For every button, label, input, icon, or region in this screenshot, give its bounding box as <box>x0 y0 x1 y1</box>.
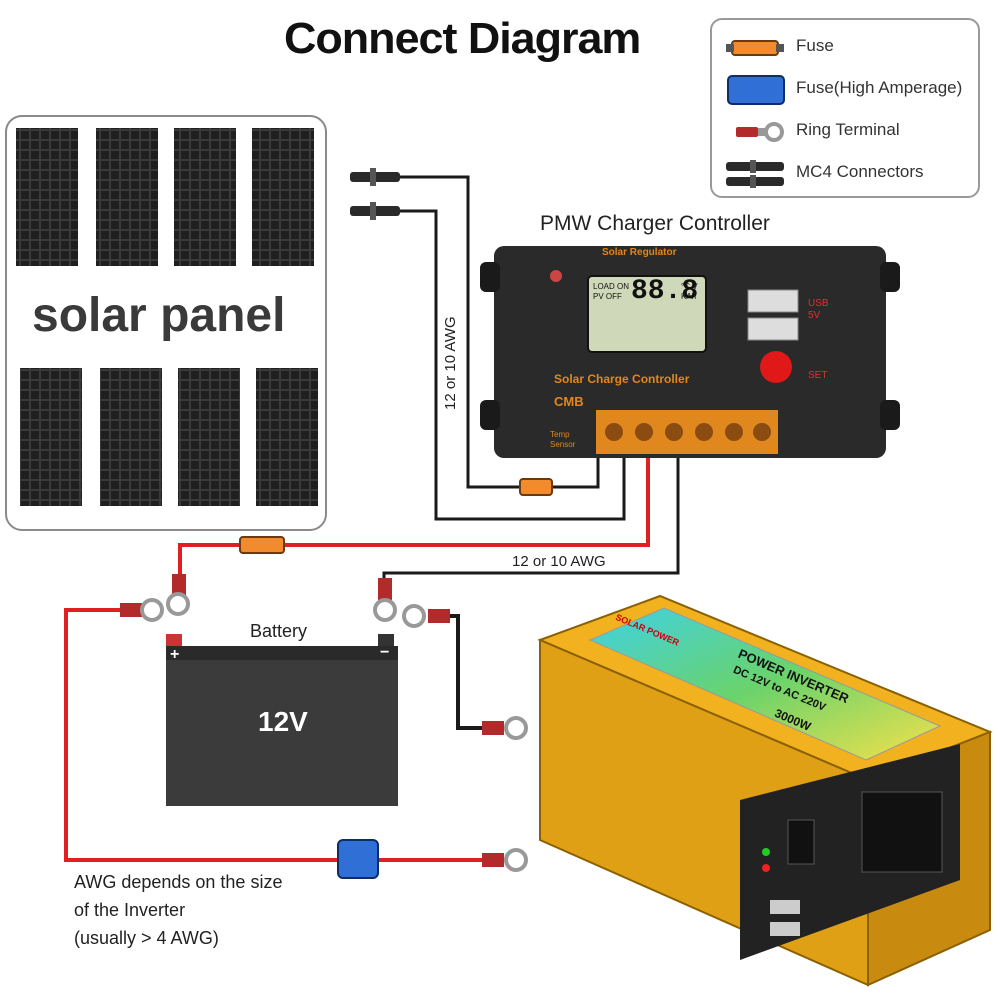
battery-label: Battery <box>250 621 308 641</box>
power-inverter <box>537 594 993 987</box>
lcd-units: °C V KAh <box>681 282 698 301</box>
ring-terminals <box>120 574 528 872</box>
fuse-icon <box>726 40 784 56</box>
mc4-connector-icon <box>726 160 784 188</box>
legend-item-high-fuse: Fuse(High Amperage) <box>712 70 982 106</box>
battery-fuse <box>239 536 285 554</box>
note-line1: AWG depends on the size <box>74 872 283 892</box>
diagram-title: Connect Diagram <box>284 14 641 63</box>
terminal-block <box>596 410 778 454</box>
legend: Fuse Fuse(High Amperage) Ring Terminal M… <box>710 18 980 198</box>
mc4-connectors <box>350 168 400 220</box>
note-line3: (usually > 4 AWG) <box>74 928 219 948</box>
high-amp-fuse-icon <box>727 75 785 105</box>
set-button <box>760 351 792 383</box>
controller-brand: CMB <box>554 394 584 409</box>
awg-vertical-label: 12 or 10 AWG <box>442 316 459 410</box>
note-line2: of the Inverter <box>74 900 186 920</box>
legend-label-mc4: MC4 Connectors <box>796 162 924 181</box>
controller-body-label: Solar Charge Controller <box>554 372 690 386</box>
inverter-label-panel <box>588 607 942 761</box>
legend-label-fuse: Fuse <box>796 36 834 55</box>
panel-modules-bottom <box>20 368 318 506</box>
battery-minus: − <box>380 644 390 661</box>
awg-horizontal-label: 12 or 10 AWG <box>512 553 606 570</box>
inverter-usb-1 <box>770 900 800 914</box>
legend-label-high-fuse: Fuse(High Amperage) <box>796 78 963 97</box>
controller-lcd <box>587 275 707 353</box>
legend-item-mc4: MC4 Connectors <box>712 154 982 190</box>
inverter-power-switch <box>787 819 815 865</box>
solar-panel <box>5 115 327 531</box>
charge-controller <box>480 246 900 458</box>
ring-terminal-icon <box>736 122 784 142</box>
battery-voltage: 12V <box>258 706 308 737</box>
inverter-ac-socket <box>861 791 943 873</box>
solar-panel-label: solar panel <box>32 289 286 342</box>
controller-temp-label: Temp Sensor <box>550 430 576 449</box>
usb-label: USB 5V <box>808 298 829 321</box>
usb-port-1 <box>747 289 799 313</box>
lcd-left-text: LOAD ON PV OFF <box>593 282 630 301</box>
inverter-usb-2 <box>770 922 800 936</box>
controller-top-label: Solar Regulator <box>602 247 677 258</box>
set-label: SET <box>808 370 828 381</box>
battery-plus: + <box>170 646 180 663</box>
controller-caption: PMW Charger Controller <box>540 212 770 235</box>
thermometer-icon <box>550 270 562 282</box>
panel-modules-top <box>16 128 314 266</box>
legend-item-ring-terminal: Ring Terminal <box>712 112 982 148</box>
usb-port-2 <box>747 317 799 341</box>
high-amp-fuse <box>337 839 379 879</box>
panel-fuse <box>519 478 553 496</box>
legend-label-ring-terminal: Ring Terminal <box>796 120 900 139</box>
battery <box>166 634 398 806</box>
legend-item-fuse: Fuse <box>712 28 982 64</box>
panel-wires <box>400 175 626 521</box>
lcd-digits: 88.8 <box>631 276 699 307</box>
